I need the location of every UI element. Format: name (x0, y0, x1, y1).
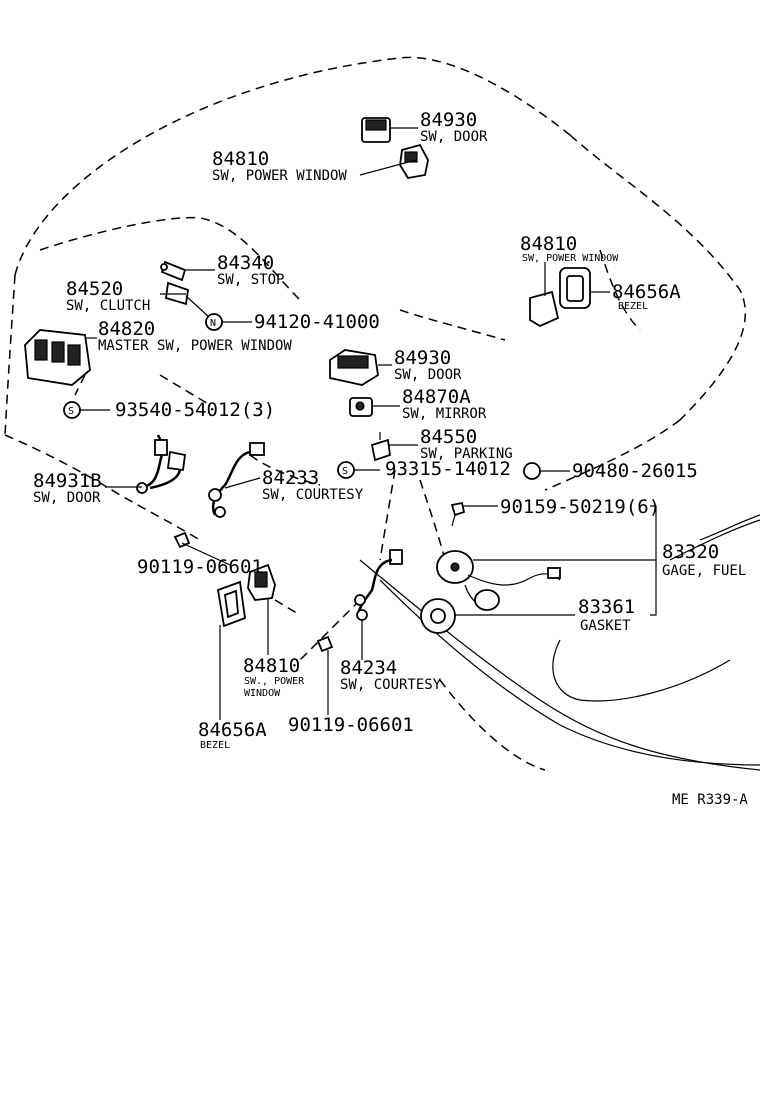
part-desc-84550: SW, PARKING (420, 446, 513, 462)
part-desc-84930-top: SW, DOOR (420, 129, 488, 145)
part-number-84656A-right: 84656A (612, 281, 681, 303)
part-number-90119-bottom: 90119-06601 (288, 714, 414, 736)
part-number-84233: 84233 (262, 467, 319, 489)
power-window-switch-right-illustration (529, 267, 591, 328)
part-number-84820: 84820 (98, 318, 155, 340)
part-desc-84931B: SW, DOOR (33, 490, 101, 506)
mirror-switch-illustration (349, 397, 373, 417)
part-number-84810-top: 84810 (212, 148, 269, 170)
screw-symbol-left-label: S (68, 406, 74, 417)
part-number-84520: 84520 (66, 278, 123, 300)
bolt-90119-bottom-illustration (316, 635, 334, 653)
part-desc-84820: MASTER SW, POWER WINDOW (98, 338, 292, 354)
clutch-switch-illustration (165, 281, 211, 319)
part-number-84810-right: 84810 (520, 233, 577, 255)
part-number-93315: 93315-14012 (385, 458, 511, 480)
power-window-switch-bottom-illustration (247, 563, 276, 601)
nut-symbol: N (205, 313, 223, 331)
master-switch-illustration (24, 329, 91, 386)
stop-switch-illustration (160, 260, 187, 282)
door-switch-top-illustration (361, 117, 429, 179)
part-number-90119-left: 90119-06601 (137, 556, 263, 578)
bolt-90159-illustration (450, 501, 466, 527)
part-number-84550: 84550 (420, 426, 477, 448)
part-desc-84930-mid: SW, DOOR (394, 367, 462, 383)
screw-symbol-mid: S (337, 461, 355, 479)
part-desc2-84810-bottom: WINDOW (244, 688, 281, 699)
leader-lines (74, 127, 657, 720)
screw-symbol-mid-label: S (342, 466, 348, 477)
part-number-90480: 90480-26015 (572, 460, 698, 482)
part-number-84656A-bottom: 84656A (198, 719, 267, 741)
part-number-93540: 93540-54012(3) (115, 399, 275, 421)
part-number-84870A: 84870A (402, 386, 471, 408)
courtesy-switch-84233-illustration (208, 442, 265, 518)
part-number-84340: 84340 (217, 252, 274, 274)
part-number-84930-top: 84930 (420, 109, 477, 131)
gasket-illustration (420, 598, 456, 634)
bezel-bottom-illustration (216, 580, 246, 628)
part-number-83320: 83320 (662, 541, 719, 563)
part-desc-84340: SW, STOP (217, 272, 284, 288)
body-outline (4, 56, 746, 771)
part-desc-84520: SW, CLUTCH (66, 298, 150, 314)
part-number-90159: 90159-50219(6) (500, 496, 660, 518)
part-desc-84810-right: SW, POWER WINDOW (522, 253, 619, 264)
door-switch-b-illustration (136, 434, 187, 494)
part-desc-84656A-right: BEZEL (618, 301, 648, 312)
part-number-84810-bottom: 84810 (243, 655, 300, 677)
screw-symbol-left: S (63, 401, 81, 419)
part-desc-84233: SW, COURTESY (262, 487, 364, 503)
door-switch-mid-illustration (329, 349, 379, 386)
nut-symbol-label: N (210, 318, 216, 329)
part-number-84930-mid: 84930 (394, 347, 451, 369)
diagram-reference-code: ME R339-A (672, 792, 748, 808)
part-desc-83361: GASKET (580, 618, 631, 634)
labels: 84930 SW, DOOR 84810 SW, POWER WINDOW 84… (33, 109, 748, 808)
part-desc-84810-bottom: SW., POWER (244, 676, 305, 687)
part-number-94120: 94120-41000 (254, 311, 380, 333)
part-desc-84810-top: SW, POWER WINDOW (212, 168, 347, 184)
part-desc-84656A-bottom: BEZEL (200, 740, 230, 751)
parking-switch-illustration (370, 432, 391, 462)
part-number-84931B: 84931B (33, 470, 102, 492)
cap-illustration (523, 462, 541, 480)
part-desc-83320: GAGE, FUEL (662, 563, 746, 579)
part-desc-84234: SW, COURTESY (340, 677, 442, 693)
bolt-90119-left-illustration (173, 531, 191, 549)
part-number-83361: 83361 (578, 596, 635, 618)
part-number-84234: 84234 (340, 657, 397, 679)
courtesy-switch-84234-illustration (354, 549, 403, 621)
part-desc-84870A: SW, MIRROR (402, 406, 487, 422)
fuel-gauge-illustration (436, 550, 561, 611)
